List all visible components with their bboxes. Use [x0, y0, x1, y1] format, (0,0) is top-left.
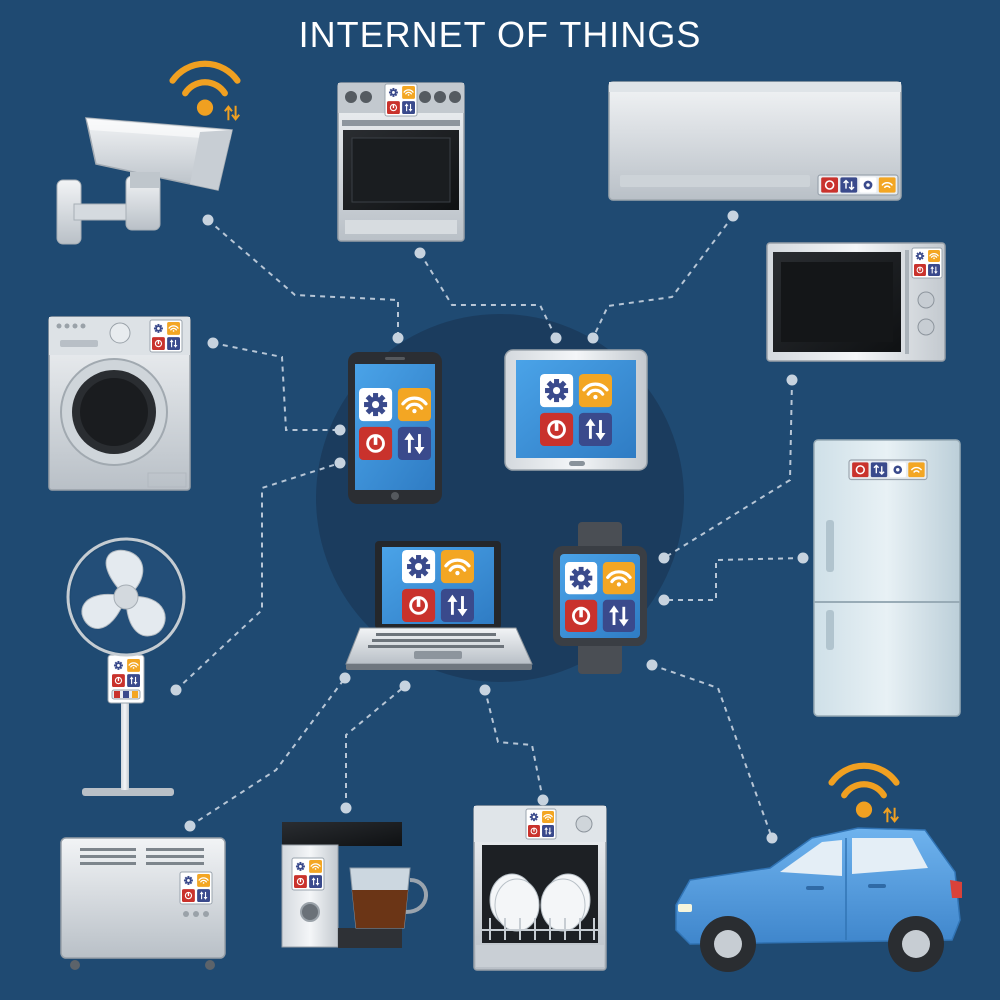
- connector-coffee: [345, 685, 406, 808]
- coffee-maker: [281, 822, 428, 948]
- connector-car: [651, 664, 773, 839]
- washing-machine: [48, 316, 191, 491]
- laptop: [345, 541, 533, 670]
- page-title: INTERNET OF THINGS: [298, 14, 702, 55]
- refrigerator: [813, 439, 961, 717]
- connector-heater: [189, 677, 346, 827]
- smartwatch: [553, 522, 647, 674]
- security-camera: [56, 64, 239, 245]
- connector-fan: [175, 462, 341, 691]
- smartphone: [348, 352, 442, 504]
- car: [675, 766, 962, 972]
- connector-nodes: [170, 210, 809, 844]
- tablet: [504, 349, 648, 471]
- connector-washer: [212, 342, 340, 431]
- connector-refrigerator: [664, 557, 804, 601]
- microwave: [766, 242, 946, 362]
- air-conditioner: [608, 81, 902, 201]
- connector-dishwasher: [484, 689, 544, 801]
- dishwasher: [473, 805, 607, 971]
- standing-fan: [66, 537, 186, 796]
- connector-microwave: [663, 379, 793, 559]
- connector-oven: [419, 252, 557, 339]
- connector-air-conditioner: [592, 215, 734, 339]
- connector-lines: [175, 215, 804, 839]
- oven: [337, 82, 465, 242]
- heater: [60, 837, 226, 970]
